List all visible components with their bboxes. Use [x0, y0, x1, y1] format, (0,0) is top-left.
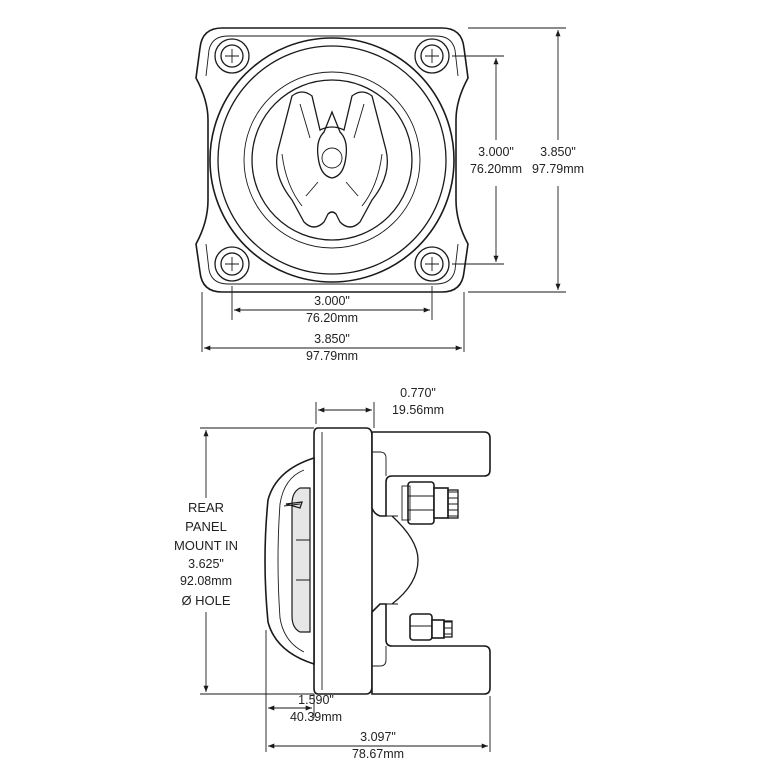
panel-mount-note-line2: PANEL: [185, 519, 227, 534]
dim-bolt-spacing-horizontal-in: 3.000": [314, 294, 350, 308]
dim-knob-protrusion: 1.590" 40.39mm: [268, 693, 342, 724]
mount-hole-bottom-right: [414, 246, 450, 282]
dim-flange-depth-mm: 19.56mm: [392, 403, 444, 417]
dim-bolt-spacing-horizontal-mm: 76.20mm: [306, 311, 358, 325]
dim-knob-protrusion-mm: 40.39mm: [290, 710, 342, 724]
panel-mount-note-line3: MOUNT IN: [174, 538, 238, 553]
side-rear-body-upper: [371, 431, 491, 517]
side-flange: [313, 427, 373, 695]
dim-overall-height: 3.850" 97.79mm: [532, 29, 584, 290]
front-knob-pointer: [316, 110, 348, 179]
side-rear-body-lower: [371, 603, 491, 695]
front-housing-ring: [209, 37, 455, 283]
mount-hole-bottom-left: [214, 246, 250, 282]
dim-flange-depth-in: 0.770": [400, 386, 436, 400]
dim-bolt-spacing-vertical: 3.000" 76.20mm: [470, 58, 522, 262]
panel-mount-note-line4: 3.625": [188, 557, 224, 571]
front-selector-knob: [275, 91, 389, 228]
dim-overall-height-mm: 97.79mm: [532, 162, 584, 176]
dim-overall-height-in: 3.850": [540, 145, 576, 159]
dim-flange-depth: 0.770" 19.56mm: [318, 386, 444, 417]
dim-bolt-spacing-vertical-in: 3.000": [478, 145, 514, 159]
panel-mount-note-line1: REAR: [188, 500, 224, 515]
dim-overall-width-in: 3.850": [314, 332, 350, 346]
dim-panel-mount-hole: REAR PANEL MOUNT IN 3.625" 92.08mm Ø HOL…: [174, 430, 238, 692]
side-knob-lever: [291, 487, 311, 633]
side-center-hub: [391, 515, 419, 605]
mount-hole-top-left: [214, 38, 250, 74]
dim-knob-protrusion-in: 1.590": [298, 693, 334, 707]
dim-overall-depth-in: 3.097": [360, 730, 396, 744]
mount-hole-top-right: [414, 38, 450, 74]
side-view: 0.770" 19.56mm REAR PANEL MOUNT IN 3.625…: [174, 386, 491, 761]
dim-overall-width-mm: 97.79mm: [306, 349, 358, 363]
dim-overall-width: 3.850" 97.79mm: [204, 332, 462, 363]
dim-bolt-spacing-vertical-mm: 76.20mm: [470, 162, 522, 176]
panel-mount-note-line5: 92.08mm: [180, 574, 232, 588]
dim-overall-depth-mm: 78.67mm: [352, 747, 404, 761]
front-view: 3.000" 76.20mm 3.850" 97.79mm 3.000" 76.…: [195, 27, 584, 363]
terminal-stud-lower: [409, 613, 453, 641]
dim-overall-depth: 3.097" 78.67mm: [268, 730, 488, 761]
terminal-stud-upper: [401, 481, 459, 525]
panel-mount-note-line6: Ø HOLE: [181, 593, 230, 608]
dim-bolt-spacing-horizontal: 3.000" 76.20mm: [234, 294, 430, 325]
